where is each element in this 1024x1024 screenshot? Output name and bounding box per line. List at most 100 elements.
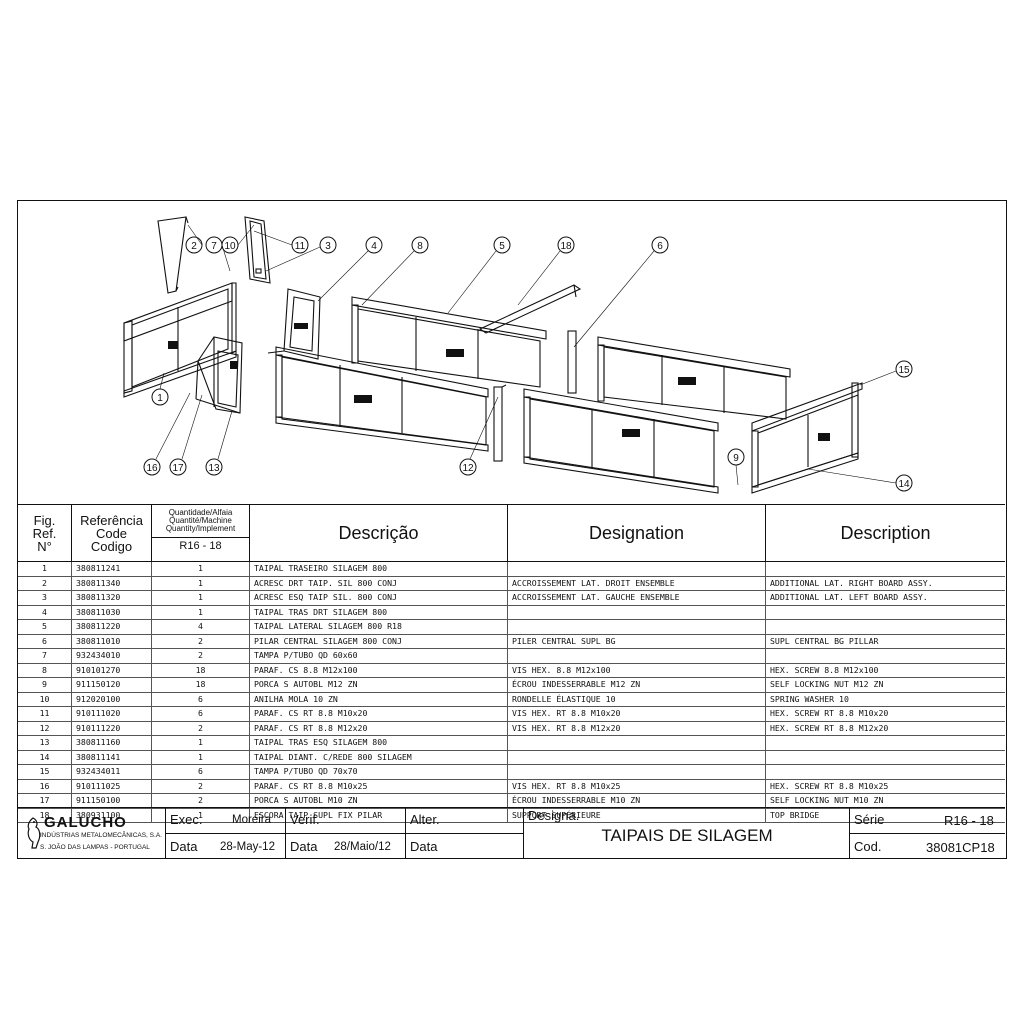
cod-value: 38081CP18 <box>926 840 995 855</box>
callout-2-label: 2 <box>191 241 197 252</box>
quantity-cell: 2 <box>152 779 250 793</box>
designation-cell: ÉCROU INDESSERRABLE M12 ZN <box>508 678 766 692</box>
designation-cell: ACCROISSEMENT LAT. GAUCHE ENSEMBLE <box>508 591 766 605</box>
serie-value: R16 - 18 <box>944 813 994 828</box>
code-cell: 380811141 <box>72 750 152 764</box>
code-cell: 380811340 <box>72 576 152 590</box>
quantity-cell: 4 <box>152 620 250 634</box>
callout-15: 15 <box>895 360 913 378</box>
part-lateral-board-a <box>275 346 489 452</box>
callout-11: 11 <box>291 236 309 254</box>
designation-block: Designa. TAIPAIS DE SILAGEM <box>524 808 850 859</box>
fig-ref-cell: 8 <box>18 663 72 677</box>
part-right-extension <box>157 216 189 294</box>
header-description: Description <box>840 523 931 543</box>
descricao-cell: TAIPAL TRAS DRT SILAGEM 800 <box>250 605 508 619</box>
alter-block: Alter. Data <box>406 808 524 859</box>
exec-label: Exec. <box>170 812 203 827</box>
code-cell: 380811160 <box>72 736 152 750</box>
quantity-cell: 1 <box>152 736 250 750</box>
code-cell: 932434011 <box>72 765 152 779</box>
descricao-cell: TAIPAL DIANT. C/REDE 800 SILAGEM <box>250 750 508 764</box>
header-designation: Designation <box>508 505 766 561</box>
description-cell <box>766 736 1005 750</box>
quantity-cell: 1 <box>152 591 250 605</box>
header-code: Referência Code Codigo <box>72 505 152 561</box>
callout-18: 18 <box>557 236 575 254</box>
callout-2: 2 <box>185 236 203 254</box>
callout-1: 1 <box>151 388 169 406</box>
exec-block: Exec. Moreira Data 28-May-12 <box>166 808 286 859</box>
title-block: GALUCHO INDÚSTRIAS METALOMECÂNICAS, S.A.… <box>18 807 1005 859</box>
serie-cod-block: Série R16 - 18 Cod. 38081CP18 <box>850 808 1005 859</box>
callout-9: 9 <box>727 448 745 466</box>
quantity-cell: 2 <box>152 794 250 808</box>
callout-14: 14 <box>895 474 913 492</box>
descricao-cell: PORCA S AUTOBL M10 ZN <box>250 794 508 808</box>
description-cell: SELF LOCKING NUT M12 ZN <box>770 679 884 689</box>
designation-cell: VIS HEX. RT 8.8 M10x25 <box>508 779 766 793</box>
quantity-cell: 1 <box>152 750 250 764</box>
callout-10: 10 <box>221 236 239 254</box>
designation-cell <box>508 562 766 576</box>
fig-ref-cell: 6 <box>18 634 72 648</box>
designation-cell <box>508 750 766 764</box>
code-cell: 911150120 <box>72 678 152 692</box>
callout-8-label: 8 <box>417 241 423 252</box>
callout-4: 4 <box>365 236 383 254</box>
code-cell: 380811030 <box>72 605 152 619</box>
parts-table-header: Fig. Ref. N° Referência Code Codigo Quan… <box>18 505 1005 562</box>
designation-cell: ACCROISSEMENT LAT. DROIT ENSEMBLE <box>508 576 766 590</box>
fig-ref-cell: 12 <box>18 721 72 735</box>
callout-12: 12 <box>459 458 477 476</box>
code-cell: 910111025 <box>72 779 152 793</box>
fig-ref-cell: 10 <box>18 692 72 706</box>
verif-date-value: 28/Maio/12 <box>334 841 391 853</box>
header-quantity-model: R16 - 18 <box>151 537 250 552</box>
descricao-cell: TAMPA P/TUBO QD 60x60 <box>250 649 508 663</box>
fig-ref-cell: 4 <box>18 605 72 619</box>
quantity-cell: 18 <box>152 678 250 692</box>
company-subtitle-2: S. JOÃO DAS LAMPAS - PORTUGAL <box>40 844 150 851</box>
part-top-bridge <box>478 284 582 334</box>
part-lateral-board-c <box>597 336 791 420</box>
leader-lines <box>155 224 897 486</box>
exec-date-value: 28-May-12 <box>220 841 275 853</box>
mesh-patterns <box>168 323 830 441</box>
quantity-cell: 2 <box>152 721 250 735</box>
alter-label: Alter. <box>410 812 440 827</box>
callout-13-label: 13 <box>208 463 220 474</box>
callout-10-label: 10 <box>224 241 236 252</box>
code-cell: 380811241 <box>72 562 152 576</box>
code-cell: 380811010 <box>72 634 152 648</box>
descricao-cell: PARAF. CS 8.8 M12x100 <box>250 663 508 677</box>
description-cell: ADDITIONAL LAT. LEFT BOARD ASSY. <box>770 592 928 602</box>
quantity-cell: 1 <box>152 576 250 590</box>
part-rear-left-board <box>195 336 243 414</box>
drawing-sheet: 2 7 10 11 3 4 8 5 18 6 15 1 9 14 16 17 1… <box>17 200 1007 859</box>
description-cell: HEX. SCREW 8.8 M12x100 <box>770 664 879 675</box>
verif-date-label: Data <box>290 839 318 854</box>
callout-11-label: 11 <box>295 241 306 252</box>
code-cell: 911150100 <box>72 794 152 808</box>
header-quantity: Quantidade/Alfaia Quantité/Machine Quant… <box>151 505 250 561</box>
callout-6: 6 <box>651 236 669 254</box>
callout-3-label: 3 <box>325 241 331 252</box>
description-cell <box>766 562 1005 576</box>
cod-label: Cod. <box>854 839 882 854</box>
descricao-cell: PORCA S AUTOBL M12 ZN <box>250 678 508 692</box>
quantity-cell: 1 <box>152 562 250 576</box>
fig-ref-cell: 18 <box>18 808 72 822</box>
